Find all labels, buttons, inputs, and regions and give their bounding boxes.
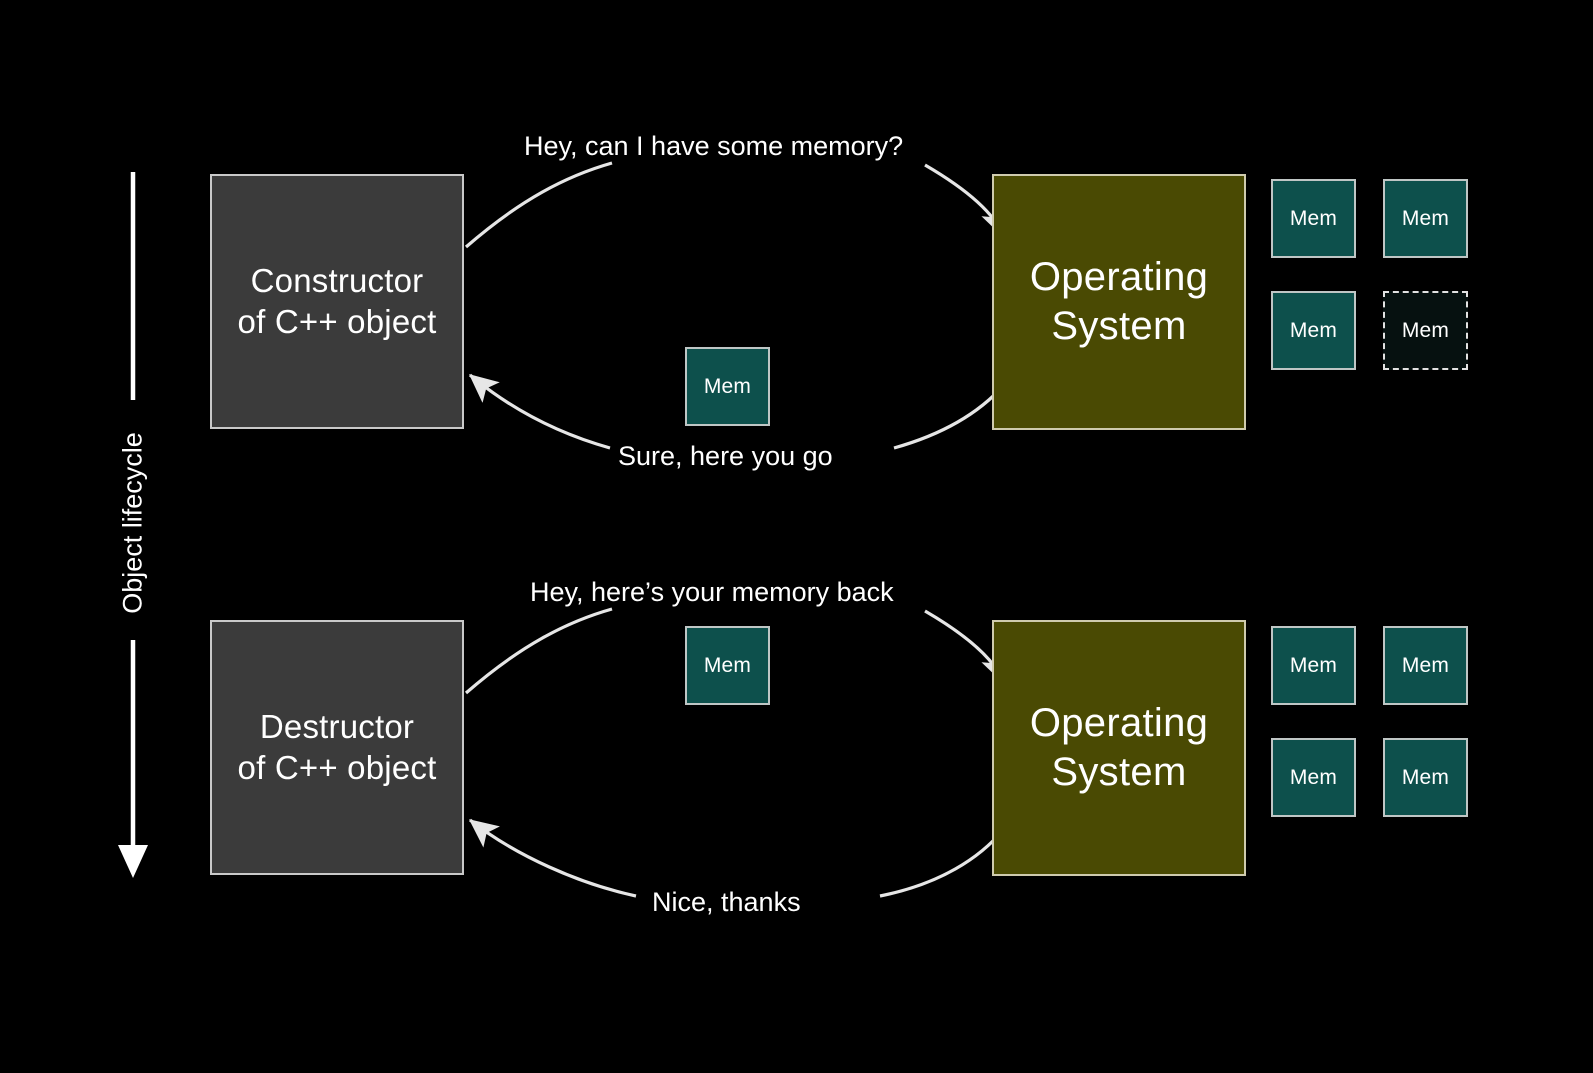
memory-block-in-transit-allocate: Mem <box>685 347 770 426</box>
arc-destruct-response <box>468 818 1006 898</box>
os-memory-slot: Mem <box>1271 291 1356 370</box>
lifecycle-axis-label: Object lifecycle <box>117 431 148 614</box>
constructor-box[interactable]: Constructor of C++ object <box>210 174 464 429</box>
arc-construct-request <box>464 161 1007 249</box>
os-memory-slot: Mem <box>1271 626 1356 705</box>
os-memory-slot-free: Mem <box>1383 291 1468 370</box>
os-memory-slot: Mem <box>1383 738 1468 817</box>
destructor-box[interactable]: Destructor of C++ object <box>210 620 464 875</box>
caption-response-memory: Sure, here you go <box>618 441 833 471</box>
os-memory-slot: Mem <box>1271 179 1356 258</box>
operating-system-box-destruction[interactable]: Operating System <box>992 620 1246 876</box>
caption-thanks: Nice, thanks <box>652 887 801 917</box>
operating-system-box-construction[interactable]: Operating System <box>992 174 1246 430</box>
caption-return-memory: Hey, here’s your memory back <box>530 577 894 607</box>
lifecycle-axis: Object lifecycle <box>98 165 168 880</box>
os-memory-slot: Mem <box>1383 179 1468 258</box>
os-memory-slot: Mem <box>1383 626 1468 705</box>
memory-block-in-transit-release: Mem <box>685 626 770 705</box>
caption-request-memory: Hey, can I have some memory? <box>524 131 904 161</box>
os-memory-slot: Mem <box>1271 738 1356 817</box>
